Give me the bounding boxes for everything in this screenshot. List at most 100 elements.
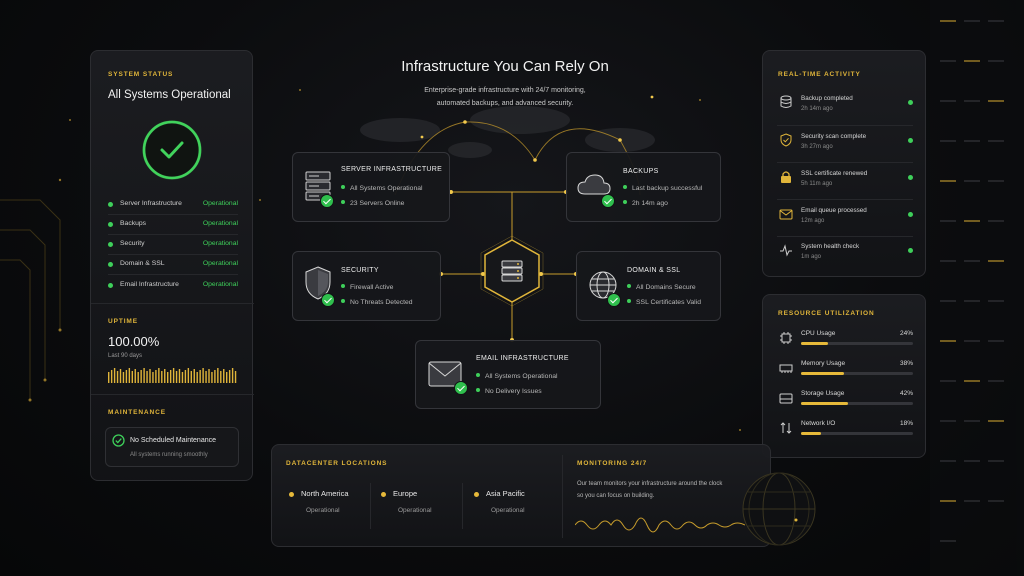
backups-card[interactable]: BACKUPS Last backup successful 2h 14m ag… [566, 152, 721, 222]
card-line: No Threats Detected [341, 299, 413, 306]
resource-percent: 24% [899, 330, 913, 337]
resource-name: Storage Usage [801, 390, 845, 397]
status-dot [108, 202, 113, 207]
activity-item[interactable]: System health check 1m ago [777, 241, 913, 277]
check-badge-icon [454, 381, 468, 395]
resource-percent: 18% [899, 420, 913, 427]
check-badge-icon [320, 194, 334, 208]
uptime-bars [108, 368, 237, 383]
domain-ssl-card[interactable]: DOMAIN & SSL All Domains Secure SSL Cert… [576, 251, 721, 321]
location-name: Asia Pacific [486, 489, 525, 498]
uptime-bar [169, 370, 172, 383]
hero-subtitle: Enterprise-grade infrastructure with 24/… [380, 84, 630, 110]
card-line-text: Last backup successful [632, 185, 703, 192]
resource-percent: 42% [899, 390, 913, 397]
uptime-bar [178, 369, 181, 383]
maintenance-title: No Scheduled Maintenance [130, 437, 217, 444]
resource-bar [801, 372, 913, 375]
uptime-bar [140, 370, 142, 383]
hero-subtitle-line: automated backups, and advanced security… [436, 100, 574, 107]
monitoring-text: Our team monitors your infrastructure ar… [577, 478, 747, 502]
memory-icon [779, 364, 793, 373]
activity-item[interactable]: Backup completed 2h 14m ago [777, 93, 913, 129]
resource-name: CPU Usage [801, 330, 836, 337]
disk-icon [779, 393, 793, 404]
check-badge-icon [601, 194, 615, 208]
resource-bar-fill [801, 342, 828, 345]
datacenter-label: DATACENTER LOCATIONS [286, 460, 388, 467]
maintenance-box: No Scheduled Maintenance All systems run… [105, 427, 239, 467]
uptime-bar [205, 371, 207, 383]
uptime-bar [175, 371, 178, 383]
maintenance-label: MAINTENANCE [108, 409, 166, 416]
activity-item[interactable]: SSL certificate renewed 5h 11m ago [777, 168, 913, 204]
uptime-bar [146, 371, 148, 383]
uptime-bar [122, 372, 125, 383]
service-row-security: Security Operational [108, 239, 238, 251]
uptime-bar [155, 370, 157, 383]
card-line-text: SSL Certificates Valid [636, 299, 701, 306]
card-line-text: 2h 14m ago [632, 200, 668, 207]
uptime-bar [208, 369, 210, 383]
activity-item[interactable]: Email queue processed 12m ago [777, 205, 913, 241]
uptime-bar [220, 371, 222, 383]
uptime-bar [211, 372, 213, 383]
service-row-domain: Domain & SSL Operational [108, 259, 238, 271]
system-status-title: All Systems Operational [108, 89, 231, 101]
cpu-icon [780, 332, 792, 344]
uptime-bar [113, 368, 116, 383]
activity-item[interactable]: Security scan complete 3h 27m ago [777, 131, 913, 167]
email-infrastructure-card[interactable]: EMAIL INFRASTRUCTURE All Systems Operati… [415, 340, 601, 409]
location-dot [381, 492, 386, 497]
resource-bar-fill [801, 402, 849, 405]
service-name: Email Infrastructure [120, 281, 179, 288]
activity-time: 1m ago [801, 254, 822, 260]
globe-icon [589, 271, 617, 299]
service-name: Server Infrastructure [120, 200, 182, 207]
activity-title: Email queue processed [801, 207, 867, 214]
uptime-period: Last 90 days [108, 353, 143, 359]
card-line: Firewall Active [341, 284, 393, 291]
uptime-bar [128, 368, 131, 383]
resource-label: RESOURCE UTILIZATION [778, 310, 875, 317]
monitoring-line: Our team monitors your infrastructure ar… [577, 481, 723, 487]
status-dot [908, 175, 913, 180]
uptime-bar [152, 372, 154, 383]
card-line-text: No Threats Detected [350, 299, 413, 306]
check-badge-icon [607, 293, 621, 307]
service-state: Operational [202, 220, 238, 227]
card-title: EMAIL INFRASTRUCTURE [476, 355, 569, 362]
resource-row-cpu: CPU Usage 24% [777, 330, 913, 350]
uptime-bar [149, 369, 151, 383]
security-card[interactable]: SECURITY Firewall Active No Threats Dete… [292, 251, 441, 321]
service-state: Operational [202, 240, 238, 247]
uptime-bar [172, 368, 175, 383]
server-infrastructure-card[interactable]: SERVER INFRASTRUCTURE All Systems Operat… [292, 152, 450, 222]
location-name: Europe [393, 489, 418, 498]
uptime-bar [158, 368, 160, 383]
hub-server-icon [501, 260, 523, 282]
status-check-icon [142, 120, 202, 180]
activity-time: 5h 11m ago [801, 181, 833, 187]
uptime-bar [184, 370, 187, 383]
card-title: SECURITY [341, 267, 379, 274]
card-line: No Delivery Issues [476, 388, 542, 395]
datacenter-panel: DATACENTER LOCATIONS North America Opera… [271, 444, 771, 547]
resource-name: Memory Usage [801, 360, 846, 367]
uptime-bar [134, 369, 136, 383]
card-line-text: All Domains Secure [636, 284, 696, 291]
uptime-bar [196, 372, 198, 383]
uptime-value: 100.00% [108, 334, 160, 349]
uptime-bar [190, 371, 192, 383]
uptime-bar [193, 369, 195, 383]
card-line: All Systems Operational [476, 373, 558, 380]
card-line-text: 23 Servers Online [350, 200, 405, 207]
uptime-bar [217, 368, 219, 383]
status-dot [908, 248, 913, 253]
uptime-bar [214, 370, 216, 383]
service-state: Operational [202, 260, 238, 267]
real-time-activity-panel: REAL-TIME ACTIVITY Backup completed 2h 1… [762, 50, 926, 277]
activity-label: REAL-TIME ACTIVITY [778, 71, 861, 78]
uptime-bar [131, 371, 133, 383]
card-line: 23 Servers Online [341, 200, 404, 207]
